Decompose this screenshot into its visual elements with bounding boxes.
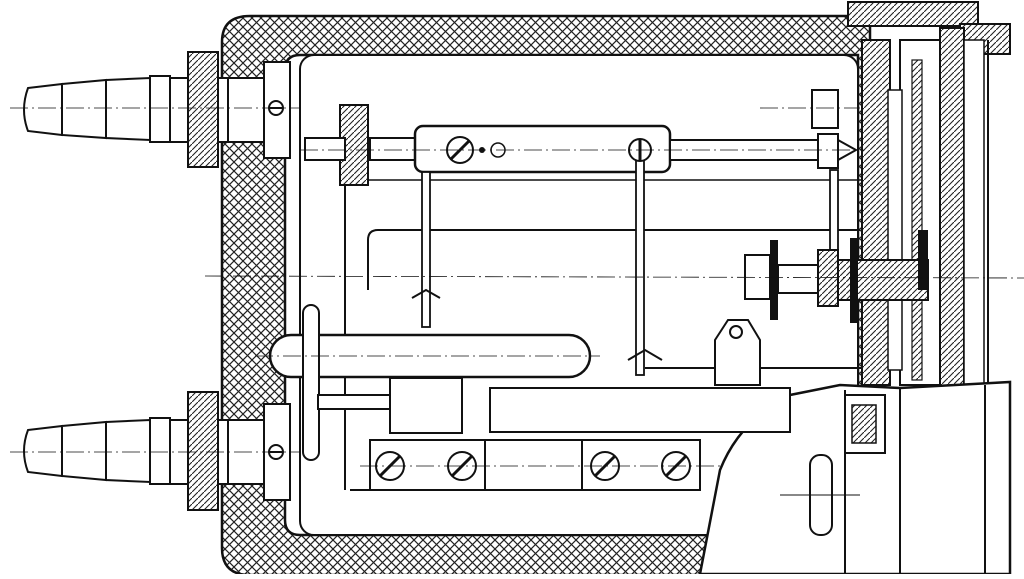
screws	[375, 136, 691, 481]
centre-lines	[10, 107, 1024, 467]
spindle-assembly	[744, 230, 929, 323]
upper-hose-barb-fitting	[23, 51, 291, 168]
rods	[411, 149, 839, 376]
front-end-plate	[861, 27, 989, 390]
bracket	[645, 319, 862, 386]
terminal-strip	[369, 387, 791, 491]
